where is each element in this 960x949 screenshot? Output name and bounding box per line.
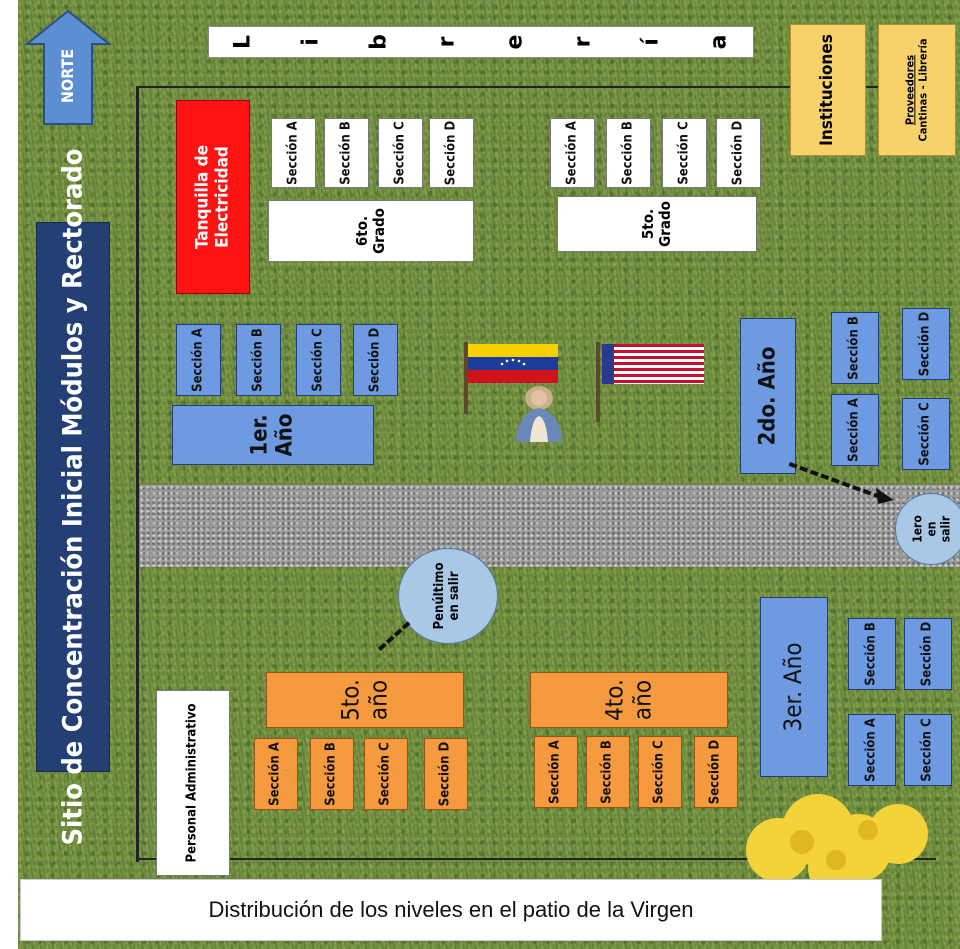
boundary-line-bottom xyxy=(136,858,936,860)
segundo-ano-label: 2do. Año xyxy=(740,318,796,474)
proveedores-title: Proveedores xyxy=(903,54,917,126)
quinto-ano-label: 5to.año xyxy=(266,672,464,728)
united-states-flag-icon xyxy=(596,342,704,422)
primer-ano-seccion-b: Sección B xyxy=(236,324,281,396)
north-label: NORTE xyxy=(57,48,77,104)
segundo-ano-seccion-d: Sección D xyxy=(902,308,950,380)
gravel-path xyxy=(140,485,960,567)
cuarto-ano-label: 4to.año xyxy=(530,672,728,728)
tercer-ano-label: 3er. Año xyxy=(760,597,828,777)
tercer-ano-seccion-b: Sección B xyxy=(848,618,896,690)
primer-ano-seccion-a: Sección A xyxy=(176,324,221,396)
quinto-grado-seccion-a: Sección A xyxy=(550,118,595,188)
tercer-ano-seccion-d: Sección D xyxy=(904,618,952,690)
primer-ano-label: 1er.Año xyxy=(172,405,374,465)
library-letter: L xyxy=(230,34,256,50)
library-letter: í xyxy=(638,38,664,46)
sexto-grado-seccion-c: Sección C xyxy=(378,118,423,188)
boundary-line-top xyxy=(136,86,914,88)
personal-administrativo-box: Personal Administrativo xyxy=(156,690,230,876)
concentration-site-banner: Sitio de Concentración Inicial Módulos y… xyxy=(36,149,110,845)
quinto-grado-label: 5to.Grado xyxy=(557,196,757,252)
library-letter: a xyxy=(706,34,732,50)
primer-ano-seccion-d: Sección D xyxy=(353,324,398,396)
cuarto-ano-seccion-b: Sección B xyxy=(586,736,630,808)
segundo-ano-seccion-a: Sección A xyxy=(831,394,879,466)
primero-arrow-head-icon xyxy=(876,488,894,504)
cuarto-ano-seccion-d: Sección D xyxy=(694,736,738,808)
proveedores-box: Proveedores Cantinas - Librería xyxy=(878,24,956,156)
library-letter: e xyxy=(502,34,528,50)
sexto-grado-seccion-b: Sección B xyxy=(324,118,369,188)
instituciones-box: Instituciones xyxy=(790,24,866,156)
cuarto-ano-seccion-a: Sección A xyxy=(534,736,578,808)
quinto-grado-seccion-c: Sección C xyxy=(662,118,707,188)
north-label-box: NORTE xyxy=(44,36,92,116)
virgin-statue-icon xyxy=(516,386,562,442)
sexto-grado-seccion-a: Sección A xyxy=(271,118,316,188)
primer-ano-seccion-c: Sección C xyxy=(296,324,341,396)
venezuela-flag-icon xyxy=(464,342,558,414)
library-letter: i xyxy=(298,38,324,46)
sexto-grado-seccion-d: Sección D xyxy=(429,118,474,188)
cuarto-ano-seccion-c: Sección C xyxy=(638,736,682,808)
quinto-ano-seccion-b: Sección B xyxy=(310,738,354,810)
quinto-grado-seccion-b: Sección B xyxy=(606,118,651,188)
tercer-ano-seccion-c: Sección C xyxy=(904,714,952,786)
quinto-grado-seccion-d: Sección D xyxy=(716,118,761,188)
segundo-ano-seccion-c: Sección C xyxy=(902,398,950,470)
yellow-tree-icon xyxy=(746,794,928,890)
library-banner: L i b r e r í a xyxy=(208,26,754,58)
quinto-ano-seccion-a: Sección A xyxy=(254,738,298,810)
boundary-line-left xyxy=(136,86,139,862)
library-letter: r xyxy=(570,36,596,48)
diagram-caption: Distribución de los niveles en el patio … xyxy=(20,879,882,941)
tercer-ano-seccion-a: Sección A xyxy=(848,714,896,786)
north-arrow-icon xyxy=(24,9,112,125)
library-letter: r xyxy=(434,36,460,48)
library-letter: b xyxy=(366,34,392,50)
proveedores-subtitle: Cantinas - Librería xyxy=(916,38,929,142)
segundo-ano-seccion-b: Sección B xyxy=(831,312,879,384)
sexto-grado-label: 6to.Grado xyxy=(268,200,474,262)
quinto-ano-seccion-d: Sección D xyxy=(424,738,468,810)
quinto-ano-seccion-c: Sección C xyxy=(364,738,408,810)
